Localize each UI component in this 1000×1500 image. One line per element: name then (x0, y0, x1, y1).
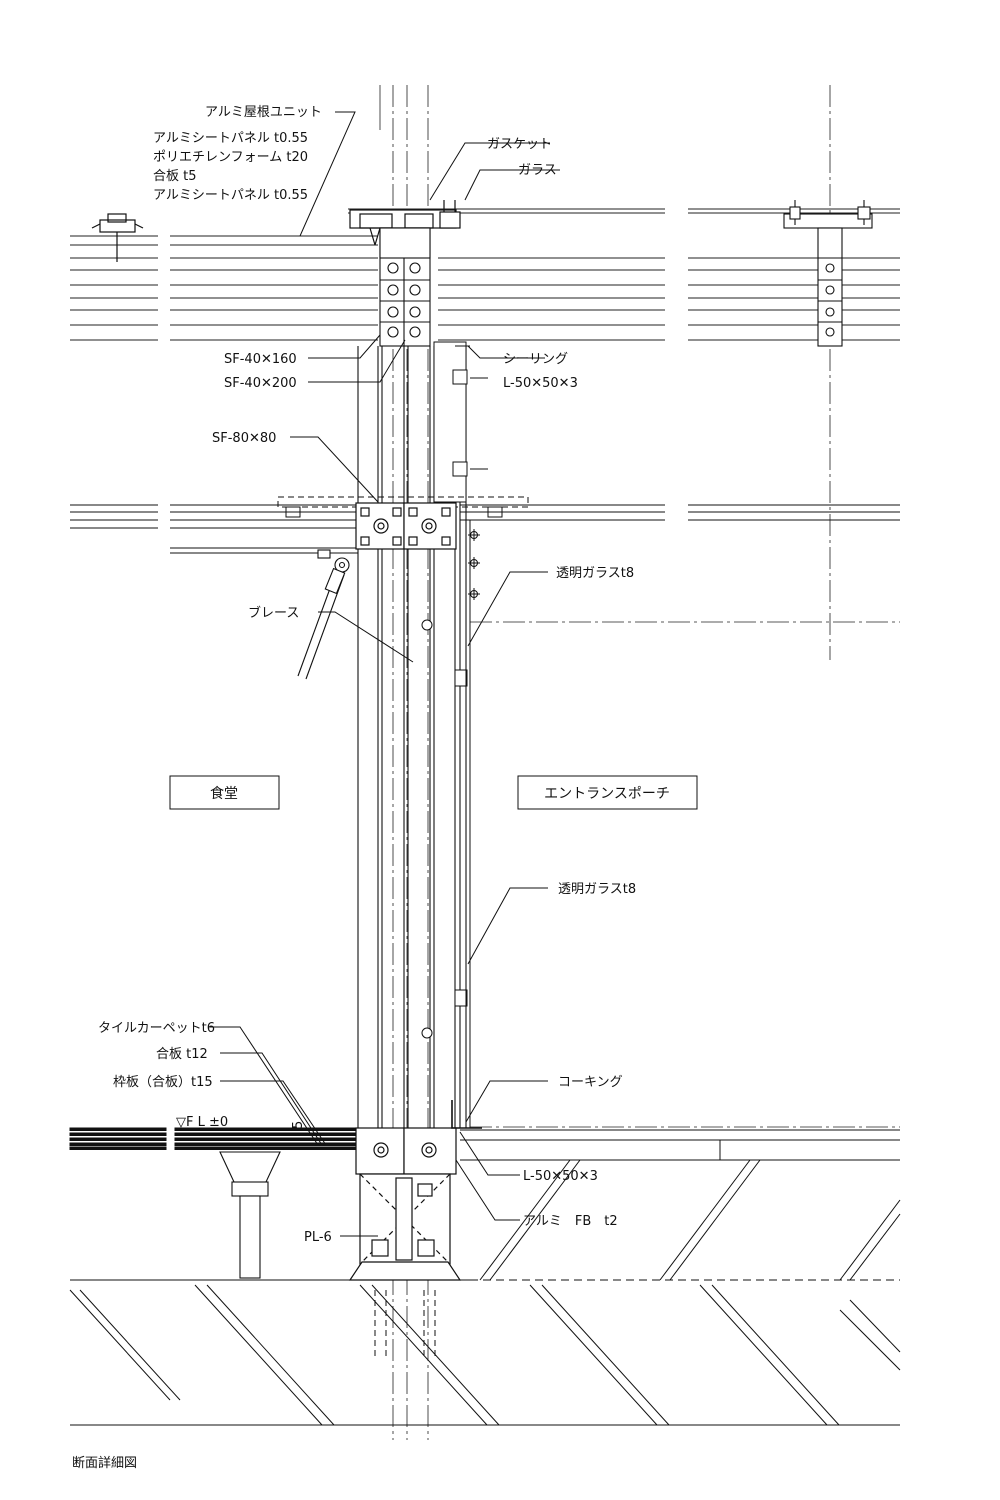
room-box-dining: 食堂 (169, 775, 280, 810)
roof-beam-stack-center (379, 227, 431, 347)
room-label-dining: 食堂 (210, 785, 238, 802)
mid-beam-sections (355, 502, 457, 550)
leader-lines (210, 111, 560, 1237)
label-roof-layer-4: アルミシートパネル t0.55 (153, 188, 308, 203)
room-box-entrance-porch: エントランスポーチ (517, 775, 698, 810)
label-angle-top: L-50✕50✕3 (503, 376, 578, 391)
floor-carpet (69, 1127, 900, 1161)
label-roof-layer-2: ポリエチレンフォーム t20 (153, 150, 308, 165)
drawing-title: 断面詳細図 (72, 1455, 137, 1471)
label-roof-layer-1: アルミシートパネル t0.55 (153, 131, 308, 146)
label-roof-layer-3: 合板 t5 (153, 169, 197, 184)
roof-layers (70, 208, 900, 341)
labels: アルミ屋根ユニット アルミシートパネル t0.55 ポリエチレンフォーム t20… (98, 105, 636, 1245)
label-alum-fb: アルミ FB t2 (523, 1214, 618, 1229)
label-clear-glass-upper: 透明ガラスt8 (556, 566, 634, 581)
label-fl-dim: 5 (291, 1121, 306, 1129)
glass-mullion (433, 341, 488, 1007)
floor-support-leg (219, 1151, 281, 1279)
label-angle-bottom: L-50✕50✕3 (523, 1169, 598, 1184)
bolt-symbols (421, 529, 480, 1039)
label-frame-board: 枠板（合板）t15 (113, 1075, 213, 1090)
label-sf-40x160: SF-40✕160 (224, 352, 297, 367)
label-sf-40x200: SF-40✕200 (224, 376, 297, 391)
label-clear-glass-lower: 透明ガラスt8 (558, 882, 636, 897)
label-plate: PL-6 (304, 1230, 332, 1245)
label-caulking: コーキング (558, 1075, 623, 1090)
glazing (465, 520, 471, 1128)
label-roof-unit: アルミ屋根ユニット (205, 105, 322, 120)
roof-edge-detail-left (91, 213, 144, 262)
label-sf-80x80: SF-80✕80 (212, 431, 276, 446)
column-base (348, 1127, 462, 1281)
brace (297, 549, 350, 680)
ground-hatch (69, 1159, 901, 1426)
label-brace: ブレース (248, 605, 299, 621)
label-tile-carpet: タイルカーペットt6 (98, 1021, 215, 1036)
label-plywood-t12: 合板 t12 (156, 1047, 208, 1062)
mid-beam (70, 496, 900, 554)
label-glass: ガラス (518, 163, 557, 178)
label-fl-mark: ▽F L ±0 (176, 1115, 228, 1130)
roof-beam-stack-right (783, 200, 873, 347)
caulking-angle (451, 1100, 482, 1129)
label-sealing: シーリング (503, 352, 568, 367)
label-gasket: ガスケット (487, 137, 552, 152)
room-label-entrance-porch: エントランスポーチ (544, 786, 670, 802)
